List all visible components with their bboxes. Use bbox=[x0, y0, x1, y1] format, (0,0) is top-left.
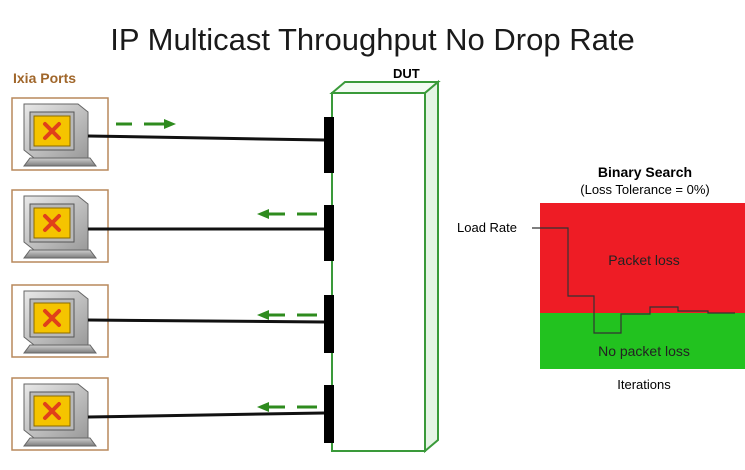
binary-search-panel bbox=[532, 203, 745, 369]
ixia-port-4 bbox=[11, 377, 334, 451]
binary-search-title: Binary Search bbox=[597, 164, 693, 180]
load-rate-label: Load Rate bbox=[457, 220, 517, 235]
no-packet-loss-label: No packet loss bbox=[598, 343, 690, 359]
ixia-port-3 bbox=[11, 284, 334, 358]
packet-loss-region bbox=[540, 203, 745, 313]
ixia-ports-label: Ixia Ports bbox=[13, 70, 77, 86]
ixia-port-2 bbox=[11, 189, 334, 263]
arrow-outbound bbox=[116, 119, 176, 129]
arrow-inbound bbox=[257, 310, 317, 320]
ixia-port-icon bbox=[23, 103, 97, 167]
ixia-port-icon bbox=[23, 195, 97, 259]
iterations-label: Iterations bbox=[617, 377, 671, 392]
no-packet-loss-region bbox=[540, 313, 745, 369]
load-rate-trace bbox=[532, 227, 735, 334]
dut-label: DUT bbox=[393, 66, 420, 81]
arrow-inbound bbox=[257, 402, 317, 412]
ixia-port-icon bbox=[23, 290, 97, 354]
arrow-inbound bbox=[257, 209, 317, 219]
page-title: IP Multicast Throughput No Drop Rate bbox=[110, 22, 635, 57]
packet-loss-label: Packet loss bbox=[608, 252, 680, 268]
dut-box bbox=[329, 79, 441, 454]
binary-search-subtitle: (Loss Tolerance = 0%) bbox=[580, 182, 710, 197]
ixia-port-icon bbox=[23, 383, 97, 447]
ixia-port-1 bbox=[11, 97, 334, 173]
